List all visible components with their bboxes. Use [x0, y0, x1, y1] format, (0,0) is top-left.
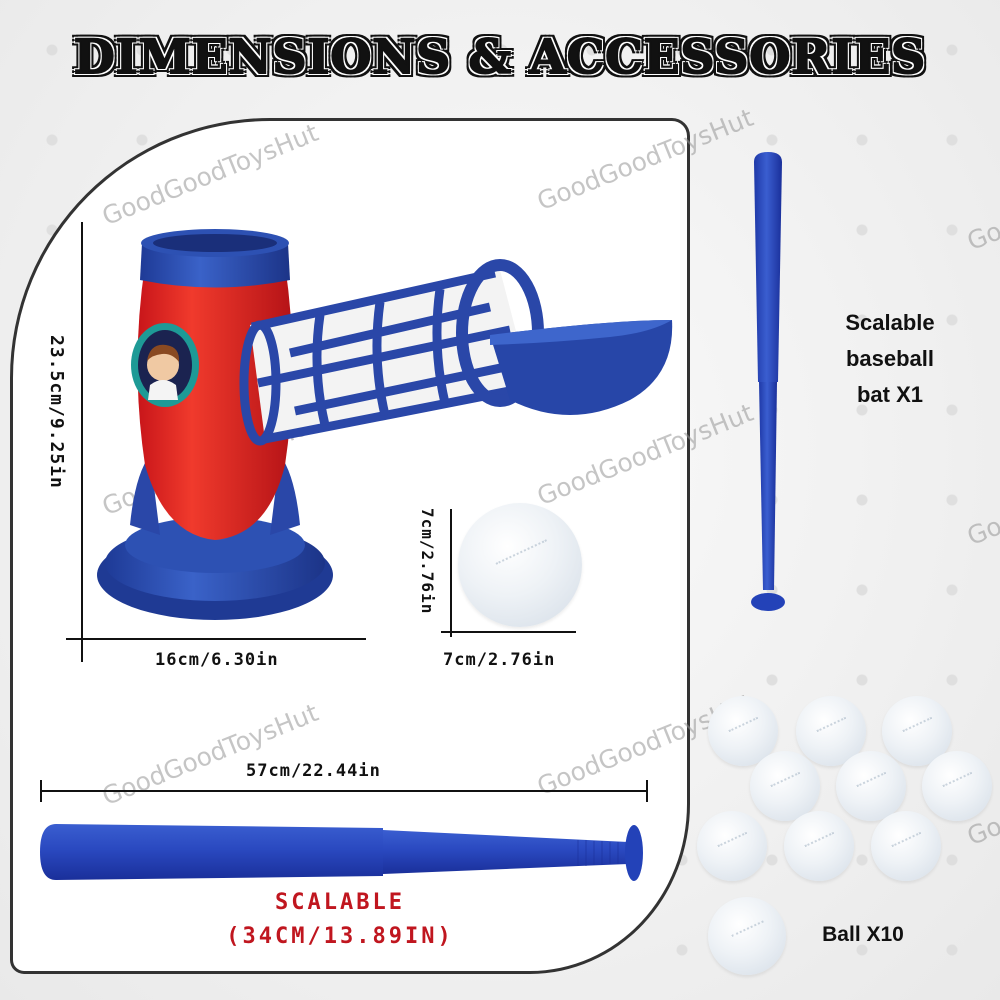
scalable-size-label: (34CM/13.89IN)	[226, 924, 454, 949]
bat-length-tick-left	[40, 780, 42, 802]
bat-length-line	[40, 790, 648, 792]
pitcher-height-label: 23.5cm/9.25in	[46, 335, 67, 489]
height-dimension-line	[81, 222, 83, 662]
ball-image	[458, 503, 582, 627]
ball-accessory-caption: Ball X10	[822, 923, 904, 946]
page-title: DIMENSIONS & ACCESSORIES	[73, 29, 927, 86]
bat-length-tick-right	[646, 780, 648, 802]
ball-8	[784, 811, 854, 881]
ball-9	[871, 811, 941, 881]
bat-caption-line-2: baseball	[845, 346, 935, 371]
bat-length-label: 57cm/22.44in	[246, 761, 381, 781]
pitching-machine-image	[97, 229, 673, 620]
baseball-bat-horizontal-image	[40, 824, 643, 881]
ball-height-line	[450, 509, 452, 637]
ball-10	[708, 897, 786, 975]
bat-caption-line-1: Scalable	[845, 310, 935, 335]
bat-accessory-caption: Scalable baseball bat X1	[820, 305, 960, 413]
ball-6	[922, 751, 992, 821]
pitcher-width-label: 16cm/6.30in	[155, 650, 279, 670]
scalable-label: SCALABLE	[275, 890, 405, 915]
ball-1	[708, 696, 778, 766]
bat-caption-line-3: bat X1	[856, 382, 924, 407]
baseball-bat-vertical-image	[751, 152, 785, 611]
ball-4	[750, 751, 820, 821]
ball-width-label: 7cm/2.76in	[443, 650, 556, 670]
ball-5	[836, 751, 906, 821]
ball-7	[697, 811, 767, 881]
width-dimension-line	[66, 638, 366, 640]
ball-width-line	[441, 631, 576, 633]
ball-height-label: 7cm/2.76in	[418, 508, 437, 615]
